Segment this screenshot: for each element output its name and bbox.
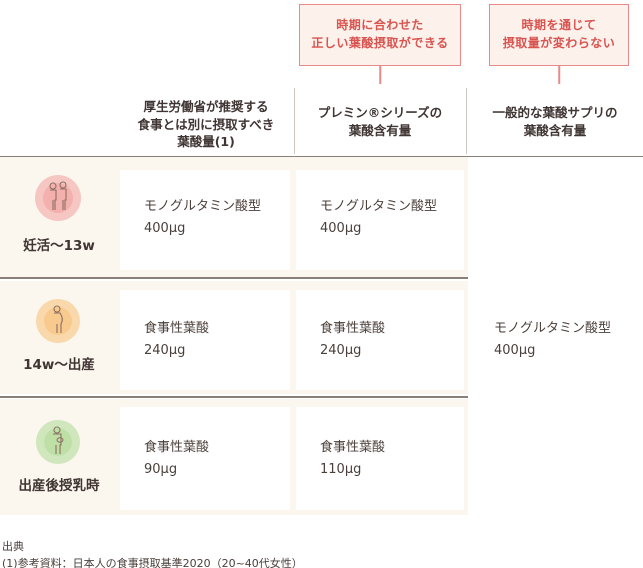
column-header-general: 一般的な葉酸サプリの 葉酸含有量 [470,104,640,168]
column-header-recommended-line2: 食事とは別に摂取すべき [137,116,275,132]
header-divider [466,88,467,154]
folate-amount: 240μg [144,343,186,358]
timing-callout-line2: 正しい葉酸摂取ができる [311,36,449,50]
column-header-general-line1: 一般的な葉酸サプリの [492,105,618,120]
folate-amount: 240μg [320,343,362,358]
premin-cell: 食事性葉酸 110μg [296,407,464,510]
folate-amount: 400μg [144,221,186,236]
column-header-recommended-line1: 厚生労働省が推奨する [143,99,269,114]
header-divider [294,88,295,154]
column-header-general-line2: 葉酸含有量 [523,122,587,138]
stage-label: 出産後授乳時 [18,478,100,494]
column-header-recommended-line3: 葉酸量(1) [177,134,235,149]
pregnancy-planning-couple-icon [35,175,81,221]
stage-label: 妊活〜13w [23,238,95,254]
column-header-premin-line2: 葉酸含有量 [348,122,412,138]
folate-type: モノグルタミン酸型 [144,199,262,214]
folate-amount: 90μg [144,462,178,477]
column-header-recommended: 厚生労働省が推奨する 食事とは別に摂取すべき 葉酸量(1) [120,98,292,162]
timing-callout: 時期に合わせた 正しい葉酸摂取ができる [299,4,461,66]
footnote-title: 出典 [2,540,24,553]
folate-amount: 110μg [320,462,362,477]
recommended-cell: モノグルタミン酸型 400μg [120,170,290,270]
row-divider [0,396,468,398]
constant-callout: 時期を通じて 摂取量が変わらない [489,4,629,66]
premin-cell: モノグルタミン酸型 400μg [296,170,464,270]
folate-amount: 400μg [320,221,362,236]
row-divider [0,277,468,279]
premin-cell: 食事性葉酸 240μg [296,290,464,390]
mother-with-baby-icon [36,420,80,464]
constant-callout-line1: 時期を通じて [521,18,597,32]
folate-type: 食事性葉酸 [320,321,386,336]
table-top-rule [0,156,643,157]
general-supplement-cell: モノグルタミン酸型 400μg [494,318,611,362]
stage-label: 14w〜出産 [23,357,95,373]
recommended-cell: 食事性葉酸 240μg [120,290,290,390]
folate-type: 食事性葉酸 [144,321,210,336]
recommended-cell: 食事性葉酸 90μg [120,407,290,510]
column-header-premin: プレミン®シリーズの 葉酸含有量 [296,104,464,168]
folate-type: 食事性葉酸 [144,440,210,455]
footnote-reference: (1)参考資料：日本人の食事摂取基準2020（20~40代女性） [2,557,303,568]
folate-amount: 400μg [494,343,536,358]
pregnant-woman-icon [36,299,80,343]
folate-type: 食事性葉酸 [320,440,386,455]
folate-type: モノグルタミン酸型 [320,199,438,214]
timing-callout-line1: 時期に合わせた [336,18,424,32]
folate-type: モノグルタミン酸型 [494,321,612,336]
column-header-premin-line1: プレミン®シリーズの [317,105,443,120]
constant-callout-line2: 摂取量が変わらない [502,36,616,50]
